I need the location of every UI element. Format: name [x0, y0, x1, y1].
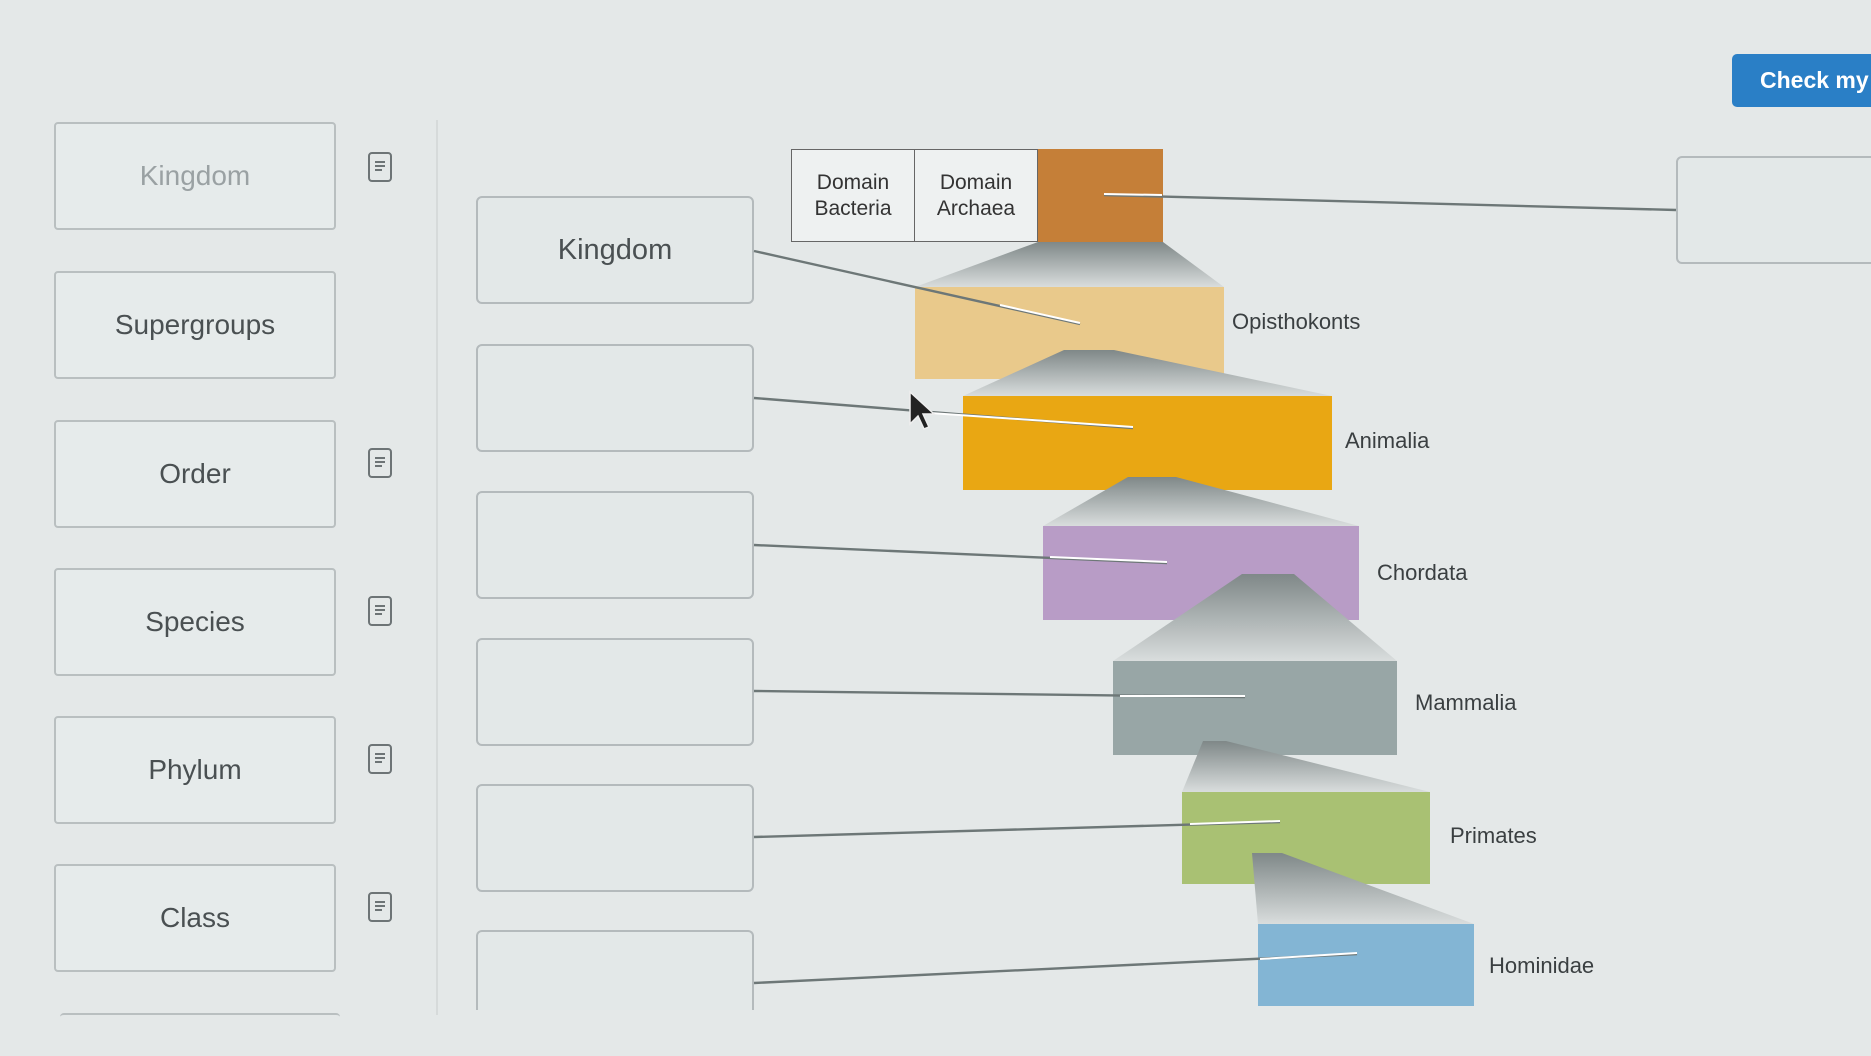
domain-label: Archaea [936, 196, 1016, 220]
bank-item-label: Supergroups [114, 309, 276, 340]
bank-item-class[interactable]: Class [54, 864, 336, 972]
level-label-hominidae: Hominidae [1489, 953, 1595, 978]
level-bevel [1182, 741, 1430, 792]
leader-line [753, 952, 1358, 985]
domain-label: Domain [939, 170, 1013, 194]
drop-zone-5[interactable] [476, 784, 754, 892]
bank-item-supergroups[interactable]: Supergroups [54, 271, 336, 379]
note-icon[interactable] [368, 448, 392, 478]
level-block-mammalia [1113, 661, 1397, 755]
level-label-opisthokonts: Opisthokonts [1232, 309, 1361, 334]
next-bank-item-edge [60, 1013, 340, 1021]
level-bevel [963, 350, 1332, 396]
level-label-mammalia: Mammalia [1415, 690, 1517, 715]
bank-item-phylum[interactable]: Phylum [54, 716, 336, 824]
level-block-hominidae [1258, 924, 1474, 1006]
domain-label: Domain [816, 170, 890, 194]
bank-item-label: Phylum [148, 754, 242, 785]
bank-item-label: Species [145, 606, 245, 637]
drop-zone-2[interactable] [476, 344, 754, 452]
note-icon[interactable] [368, 152, 392, 182]
drop-zone-value: Kingdom [557, 233, 673, 266]
mouse-cursor-icon [909, 390, 936, 430]
panel-divider [436, 120, 438, 1015]
note-icon[interactable] [368, 596, 392, 626]
note-icon[interactable] [368, 892, 392, 922]
check-my-work-button[interactable]: Check my [1732, 54, 1871, 107]
level-bevel [1252, 853, 1474, 924]
level-block-animalia [963, 396, 1332, 490]
bank-item-order[interactable]: Order [54, 420, 336, 528]
leader-line [1103, 193, 1677, 212]
leader-line [753, 249, 1081, 326]
bank-item-kingdom[interactable]: Kingdom [54, 122, 336, 230]
level-label-animalia: Animalia [1345, 428, 1430, 453]
drop-zone-1[interactable]: Kingdom [476, 196, 754, 304]
drop-zone-4[interactable] [476, 638, 754, 746]
leader-highlights [929, 193, 1358, 960]
drop-zone-6[interactable] [476, 930, 754, 1010]
bank-item-label: Class [159, 902, 230, 933]
drop-zone-domain[interactable] [1676, 156, 1871, 264]
level-bevel [1113, 574, 1397, 661]
level-bevel [1043, 477, 1359, 526]
note-icon[interactable] [368, 744, 392, 774]
domain-label: Bacteria [814, 196, 892, 220]
drop-zone-3[interactable] [476, 491, 754, 599]
bank-item-label: Kingdom [139, 160, 251, 191]
level-label-primates: Primates [1450, 823, 1537, 848]
bank-item-label: Order [159, 458, 231, 489]
level-bevel [915, 242, 1224, 287]
level-label-chordata: Chordata [1377, 560, 1468, 585]
bank-item-species[interactable]: Species [54, 568, 336, 676]
